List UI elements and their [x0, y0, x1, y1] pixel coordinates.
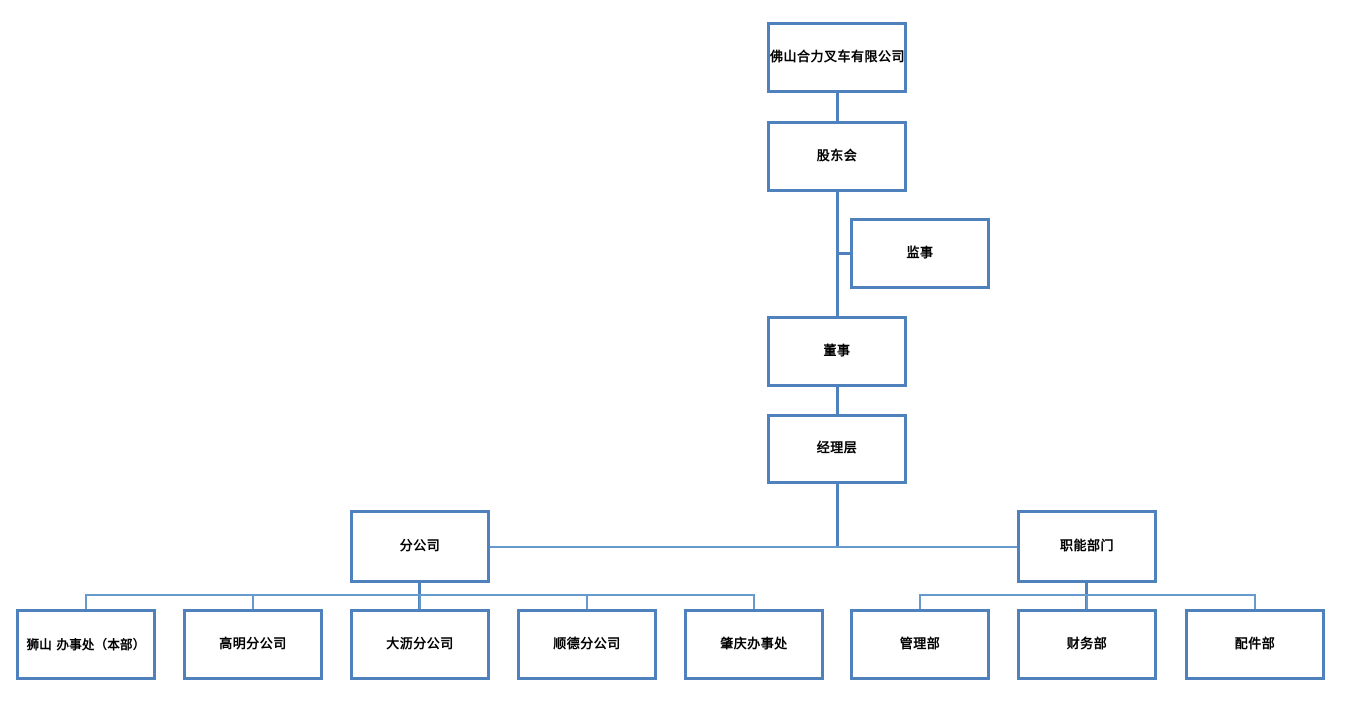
node-functions-label: 职能部门	[1059, 538, 1114, 554]
connector-stub-peijian	[1254, 594, 1256, 610]
node-branches[interactable]: 分公司	[350, 510, 490, 583]
node-peijian[interactable]: 配件部	[1185, 609, 1325, 680]
node-company[interactable]: 佛山合力叉车有限公司	[767, 22, 907, 93]
connector-stub-dali	[419, 594, 421, 610]
node-shunde[interactable]: 顺德分公司	[517, 609, 657, 680]
node-company-label: 佛山合力叉车有限公司	[770, 49, 906, 65]
node-director-label: 董事	[823, 343, 851, 359]
node-guanli[interactable]: 管理部	[850, 609, 990, 680]
connector-bus-level6	[489, 546, 1019, 548]
node-dali[interactable]: 大沥分公司	[350, 609, 490, 680]
connector-stub-shishan	[85, 594, 87, 610]
node-shareholders-label: 股东会	[816, 148, 858, 164]
node-shishan-label: 狮山 办事处（本部）	[26, 637, 146, 652]
node-supervisor-label: 监事	[906, 245, 934, 261]
node-shareholders[interactable]: 股东会	[767, 121, 907, 192]
node-zhaoqing-label: 肇庆办事处	[720, 636, 788, 652]
connector-stub-gaoming	[252, 594, 254, 610]
node-zhaoqing[interactable]: 肇庆办事处	[684, 609, 824, 680]
node-shishan[interactable]: 狮山 办事处（本部）	[16, 609, 156, 680]
node-director[interactable]: 董事	[767, 316, 907, 387]
connector-management-to-bus	[836, 482, 839, 547]
connector-stub-caiwu	[1086, 594, 1088, 610]
node-supervisor[interactable]: 监事	[850, 218, 990, 289]
node-shunde-label: 顺德分公司	[553, 636, 621, 652]
connector-company-to-shareholders	[836, 92, 839, 122]
node-management[interactable]: 经理层	[767, 414, 907, 484]
connector-shareholders-to-supervisor	[836, 252, 853, 255]
node-functions[interactable]: 职能部门	[1017, 510, 1157, 583]
connector-shareholders-trunk	[836, 192, 839, 318]
node-branches-label: 分公司	[399, 538, 441, 554]
connector-director-to-management	[836, 386, 839, 415]
connector-stub-shunde	[586, 594, 588, 610]
node-caiwu-label: 财务部	[1066, 636, 1108, 652]
connector-stub-guanli	[919, 594, 921, 610]
connector-stub-zhaoqing	[753, 594, 755, 610]
node-guanli-label: 管理部	[899, 636, 941, 652]
node-management-label: 经理层	[816, 441, 858, 457]
node-dali-label: 大沥分公司	[386, 636, 454, 652]
node-caiwu[interactable]: 财务部	[1017, 609, 1157, 680]
node-gaoming[interactable]: 高明分公司	[183, 609, 323, 680]
node-peijian-label: 配件部	[1234, 636, 1276, 652]
node-gaoming-label: 高明分公司	[219, 636, 287, 652]
